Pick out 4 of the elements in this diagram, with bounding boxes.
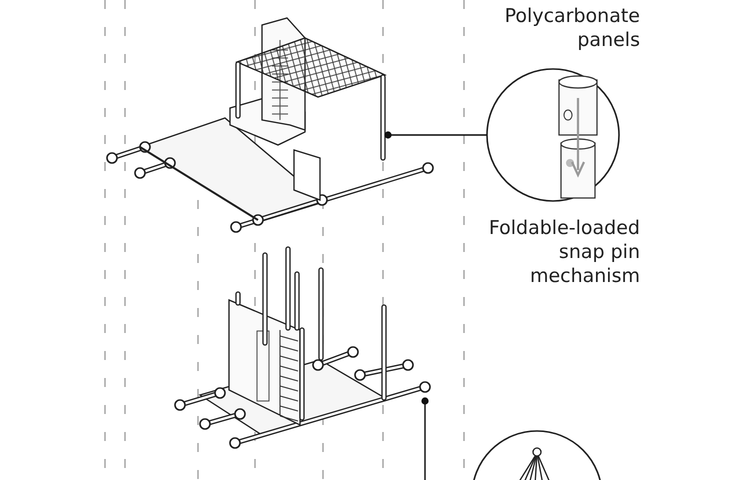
leader-line (384, 131, 487, 139)
callout-text: Polycarbonate panels (504, 4, 640, 52)
callout-text: Foldable-loaded snap pin mechanism (488, 216, 640, 288)
leader-line (421, 397, 429, 480)
